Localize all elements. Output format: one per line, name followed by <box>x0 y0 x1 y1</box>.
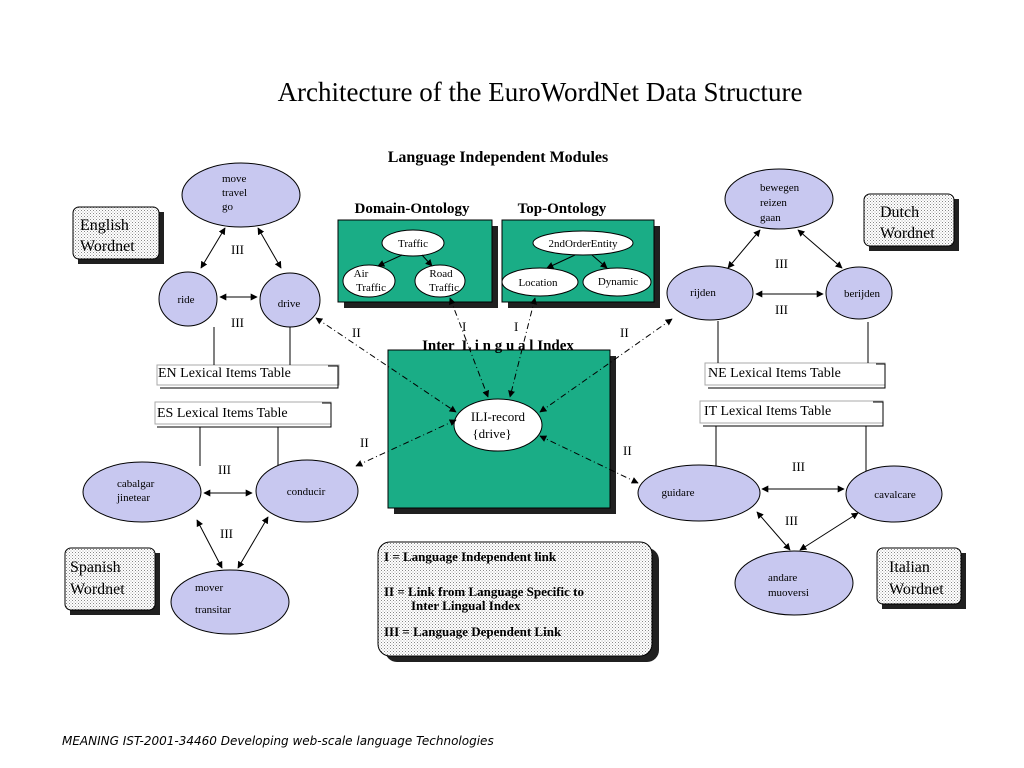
dynamic-node <box>582 267 652 297</box>
road-traffic-node <box>414 264 466 298</box>
dynamic-label: Dynamic <box>598 276 638 288</box>
ii-link-es: II <box>360 435 369 450</box>
mover-node <box>170 569 290 635</box>
it-iii-link-2: III <box>785 513 798 528</box>
guidare-node <box>637 464 761 522</box>
spanish-wordnet-box <box>64 547 156 611</box>
andare-node <box>734 550 854 616</box>
guidare-label: guidare <box>662 487 695 499</box>
it-iii-link-1: III <box>792 459 805 474</box>
traffic-node <box>381 229 445 257</box>
en-lexical-table: EN Lexical Items Table <box>158 366 291 381</box>
air-traffic-label-1: Air <box>354 268 369 280</box>
andare-label-2: muoversi <box>768 587 809 599</box>
cabalgar-label-1: cabalgar <box>117 478 155 490</box>
italian-label-2: Wordnet <box>889 581 944 598</box>
conducir-node <box>255 459 359 523</box>
modules-heading: Language Independent Modules <box>388 149 609 166</box>
english-label-1: English <box>80 217 129 234</box>
es-lexical-table: ES Lexical Items Table <box>157 406 288 421</box>
drive-node <box>259 272 321 328</box>
dutch-wordnet-box <box>863 193 955 247</box>
ili-record-node <box>453 398 543 452</box>
english-wordnet-box <box>72 206 160 260</box>
es-iii-link-2: III <box>220 526 233 541</box>
es-iii-link-1: III <box>218 462 231 477</box>
ili-label: Inter L i n g u a l Index <box>422 338 574 354</box>
road-traffic-label-1: Road <box>429 268 453 280</box>
i-link-2: I <box>514 319 518 334</box>
legend-box <box>377 541 653 657</box>
spanish-label-2: Wordnet <box>70 581 125 598</box>
berijden-label: berijden <box>844 288 881 300</box>
top-ontology-label: Top-Ontology <box>518 201 607 217</box>
cabalgar-node <box>82 461 202 523</box>
air-traffic-node <box>342 264 396 298</box>
rijden-label: rijden <box>690 287 716 299</box>
conducir-label: conducir <box>287 486 326 498</box>
move-label-2: travel <box>222 187 247 199</box>
legend-ii-2: Inter Lingual Index <box>411 598 521 613</box>
ne-iii-link-1: III <box>775 256 788 271</box>
italian-wordnet-box <box>876 547 962 605</box>
ili-record-label-2: {drive} <box>472 426 511 441</box>
legend-iii: III = Language Dependent Link <box>384 624 562 639</box>
bewegen-label-3: gaan <box>760 212 781 224</box>
ii-link-ne: II <box>620 325 629 340</box>
berijden-node <box>825 266 893 320</box>
english-label-2: Wordnet <box>80 238 135 255</box>
ii-link-en: II <box>352 325 361 340</box>
ii-link-it: II <box>623 443 632 458</box>
ride-label: ride <box>177 294 194 306</box>
entity-label: 2ndOrderEntity <box>548 238 618 250</box>
bewegen-label-2: reizen <box>760 197 787 209</box>
ne-iii-link-2: III <box>775 302 788 317</box>
ride-node <box>158 271 218 327</box>
mover-label-1: mover <box>195 582 223 594</box>
cavalcare-node <box>845 465 943 523</box>
page-title: Architecture of the EuroWordNet Data Str… <box>278 77 803 107</box>
legend-i: I = Language Independent link <box>384 549 557 564</box>
cabalgar-label-2: jinetear <box>116 492 150 504</box>
ili-record-label-1: ILI-record <box>471 409 526 424</box>
move-node <box>181 162 301 228</box>
entity-node <box>532 230 634 256</box>
domain-ontology-label: Domain-Ontology <box>354 201 470 217</box>
mover-label-2: transitar <box>195 604 231 616</box>
en-iii-link-2: III <box>231 315 244 330</box>
dutch-label-2: Wordnet <box>880 225 935 242</box>
cavalcare-label: cavalcare <box>874 489 916 501</box>
location-label: Location <box>518 277 558 289</box>
rijden-node <box>666 265 754 321</box>
air-traffic-label-2: Traffic <box>356 282 386 294</box>
andare-label-1: andare <box>768 572 797 584</box>
drive-label: drive <box>278 298 301 310</box>
spanish-label-1: Spanish <box>70 559 121 576</box>
dutch-label-1: Dutch <box>880 204 919 221</box>
footer-text: MEANING IST-2001-34460 Developing web-sc… <box>62 734 494 748</box>
ne-lexical-table: NE Lexical Items Table <box>708 366 841 381</box>
en-iii-link-1: III <box>231 242 244 257</box>
i-link-1: I <box>462 319 466 334</box>
bewegen-node <box>724 168 834 230</box>
move-label-1: move <box>222 173 247 185</box>
bewegen-label-1: bewegen <box>760 182 800 194</box>
traffic-label: Traffic <box>398 238 428 250</box>
move-label-3: go <box>222 201 234 213</box>
it-lexical-table: IT Lexical Items Table <box>704 404 831 419</box>
legend-ii-1: II = Link from Language Specific to <box>384 584 584 599</box>
road-traffic-label-2: Traffic <box>429 282 459 294</box>
italian-label-1: Italian <box>889 559 930 576</box>
location-node <box>501 267 579 297</box>
